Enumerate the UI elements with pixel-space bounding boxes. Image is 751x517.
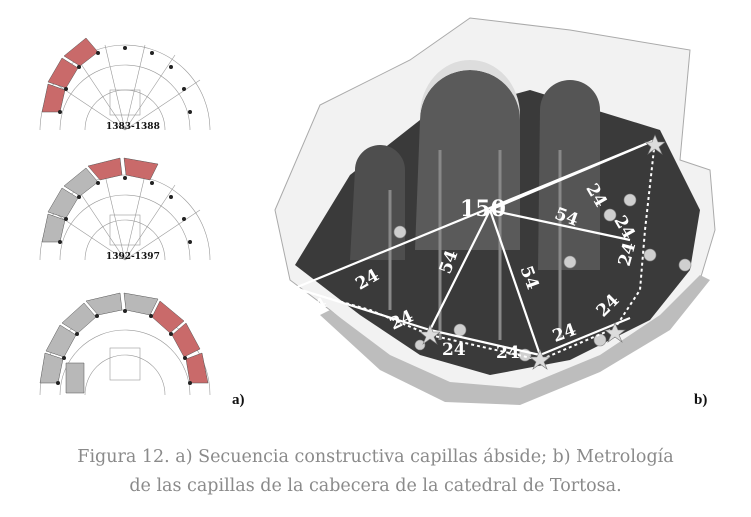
plan-phase-1: 1383-1388 (30, 20, 215, 135)
plan-phase-2: 1392-1397 (30, 150, 215, 265)
period-label-1: 1383-1388 (106, 122, 160, 132)
figure-caption: Figura 12. a) Secuencia constructiva cap… (0, 443, 751, 501)
measure-24-d: 24 (496, 343, 520, 363)
caption-line-1: Figura 12. a) Secuencia constructiva cap… (77, 447, 674, 467)
measure-24-c: 24 (442, 340, 466, 360)
figure-12: 1383-1388 1392-1397 (30, 17, 716, 408)
plan-drawing-3 (39, 292, 211, 396)
panel-b-label: b) (694, 392, 708, 408)
measure-150: 150 (460, 196, 506, 222)
plan-drawing-2 (39, 157, 211, 261)
plan-phase-3: 1412-1424 (30, 283, 215, 398)
caption-line-2: de las capillas de la cabecera de la cat… (129, 476, 622, 496)
panel-a-label: a) (232, 392, 245, 408)
period-label-2: 1392-1397 (106, 252, 160, 262)
plan-drawing-1 (39, 37, 211, 131)
apse-cutaway-drawing: 150 54 24 24 54 54 24 24 24 24 24 24 24 … (274, 17, 716, 405)
